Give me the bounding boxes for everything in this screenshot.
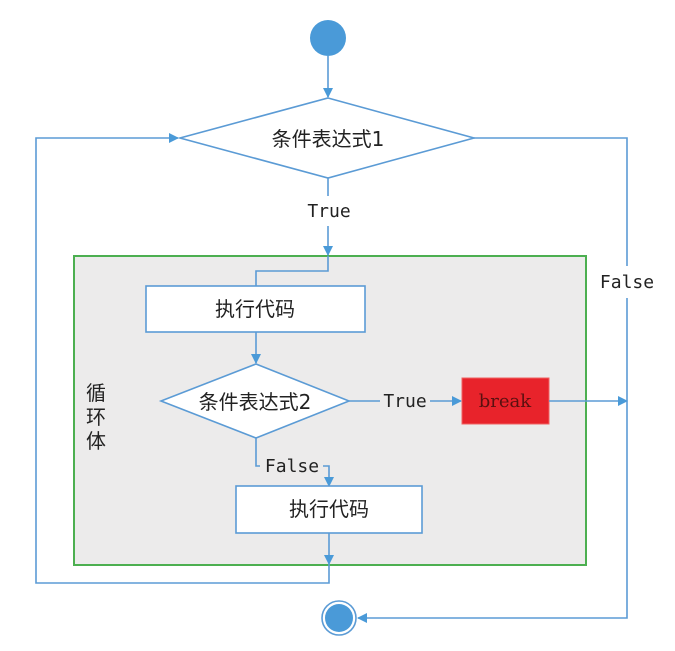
cond2-true-label: True — [383, 391, 426, 412]
exec2-box — [235, 485, 423, 534]
edge-into-exec1 — [255, 256, 329, 286]
cond2-false-label: False — [265, 456, 319, 477]
exec1-label: 执行代码 — [215, 297, 295, 321]
cond1-false-label: False — [600, 272, 654, 293]
edge-cond1-false-b — [357, 298, 628, 623]
cond2-label: 条件表达式2 — [199, 390, 312, 414]
cond1-true-label: True — [307, 201, 350, 222]
edge-cond2-false-a — [255, 438, 260, 467]
exec2-label: 执行代码 — [289, 497, 369, 521]
loop-body-label-2: 环 — [86, 405, 106, 429]
edge-cond2-false-b — [323, 465, 334, 487]
edge-loop-back — [35, 133, 330, 584]
edge-cond1-false-a — [474, 137, 628, 266]
loop-body-label-1: 循 — [86, 381, 106, 405]
end-node — [325, 604, 353, 632]
start-node — [310, 20, 346, 56]
loop-body-label-3: 体 — [86, 429, 106, 453]
cond1-label: 条件表达式1 — [272, 127, 385, 151]
exec1-box — [145, 285, 366, 333]
break-label: break — [479, 391, 533, 412]
